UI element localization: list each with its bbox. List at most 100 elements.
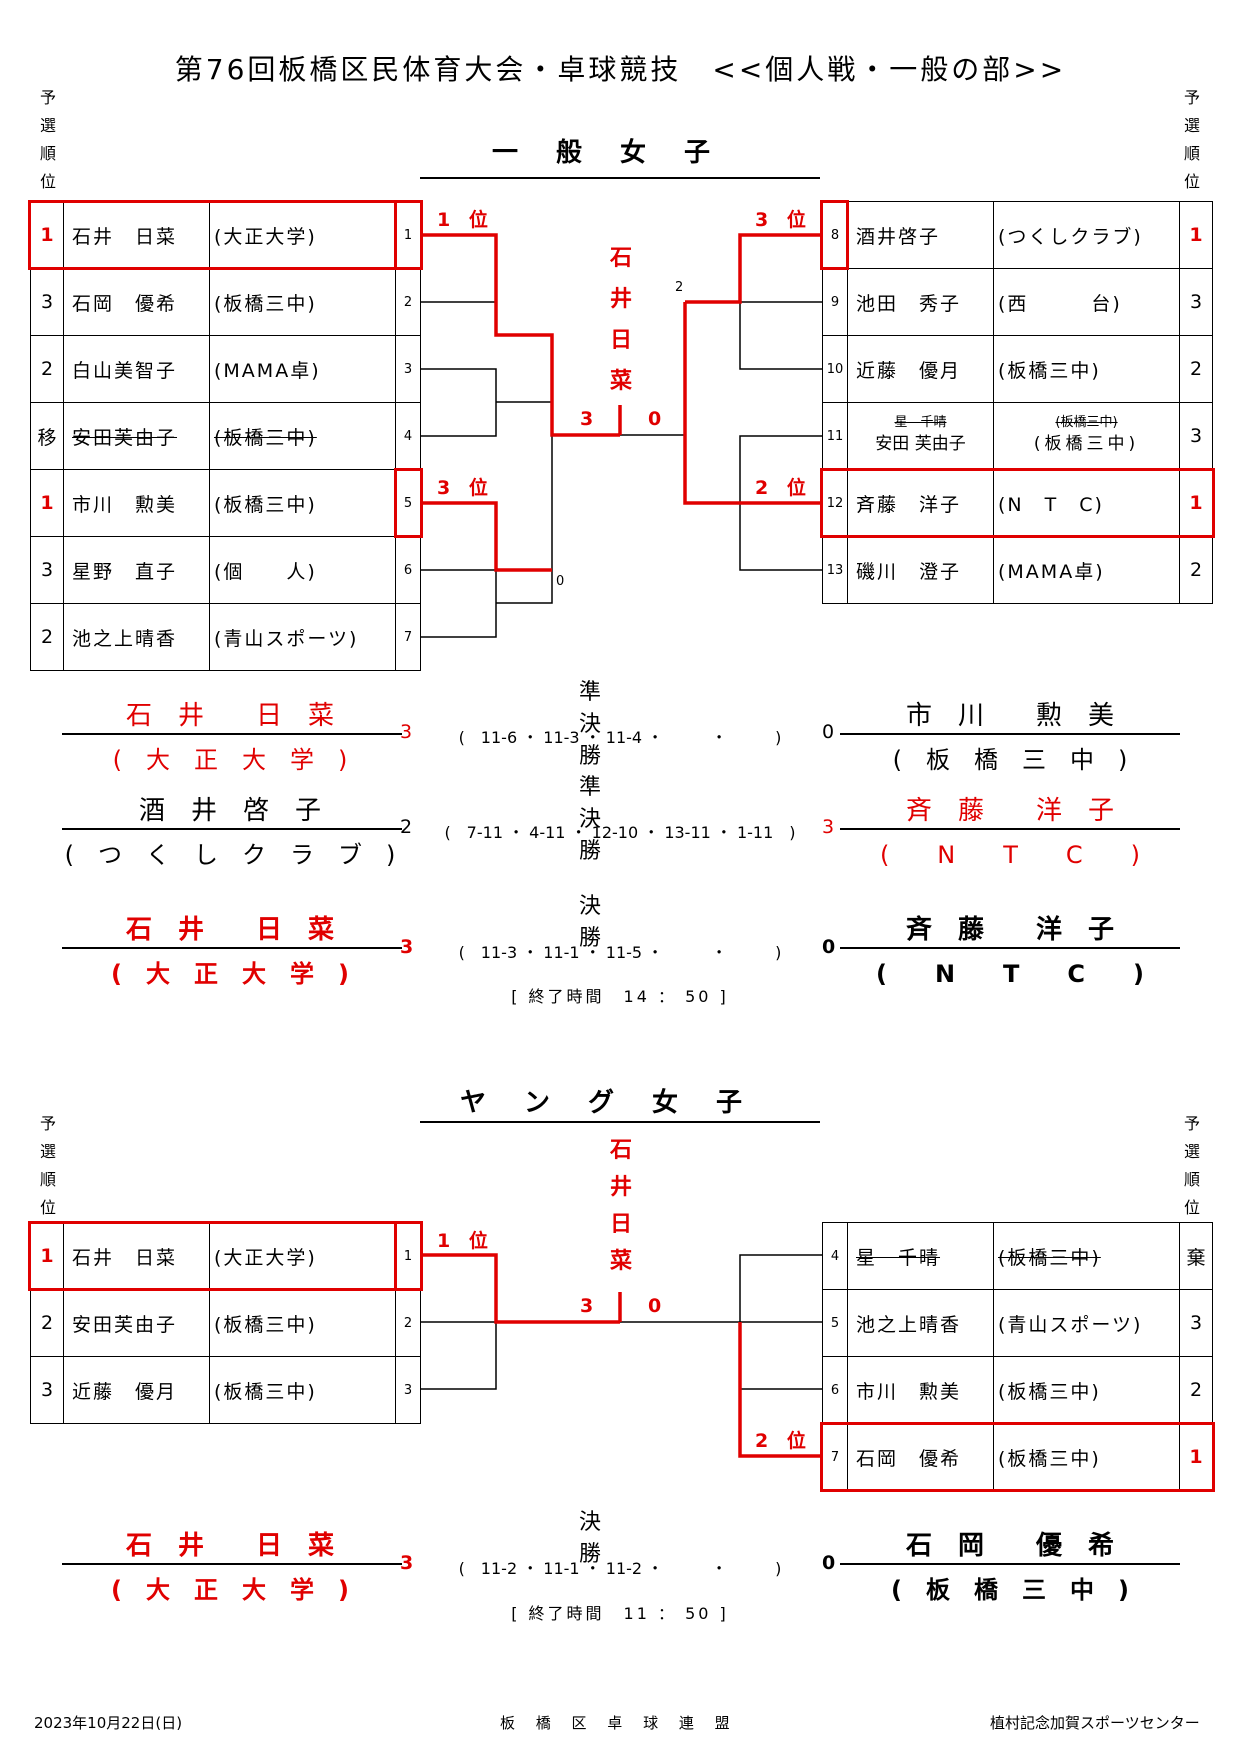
result-right-name: 市 川 勲 美 bbox=[905, 701, 1114, 731]
player-name: 池之上晴香 bbox=[847, 1289, 994, 1357]
result-right-name: 斉 藤 洋 子 bbox=[905, 796, 1114, 826]
footer-date: 2023年10月22日(日) bbox=[34, 1714, 183, 1732]
final-right-score: 0 bbox=[822, 1552, 836, 1574]
final-score-left: 3 bbox=[580, 1295, 594, 1317]
bracket-line bbox=[421, 1321, 497, 1390]
draw-number: 2 bbox=[395, 1289, 421, 1357]
result-left-name: 酒 井 啓 子 bbox=[138, 796, 321, 826]
result-left-name: 石 井 日 菜 bbox=[125, 701, 334, 731]
player-name: 市川 勲美 bbox=[847, 1356, 994, 1424]
draw-number: 3 bbox=[395, 1356, 421, 1424]
final-left-name: 石 井 日 菜 bbox=[125, 915, 334, 945]
section-heading-young: ヤング女子 bbox=[459, 1088, 780, 1118]
final-score-left: 3 bbox=[580, 408, 594, 430]
end-time: [ 終了時間 11 ： 50 ] bbox=[511, 1604, 729, 1623]
result-right-club: ( 板 橋 三 中 ) bbox=[892, 746, 1128, 774]
result-left-club: ( 大 正 大 学 ) bbox=[112, 746, 348, 774]
rank-cell: 2 bbox=[1179, 1356, 1213, 1424]
rank-cell: 3 bbox=[1179, 1289, 1213, 1357]
round-label: 決 勝 bbox=[578, 1510, 990, 1567]
place-label: 2 位 bbox=[755, 1430, 812, 1452]
winner-path bbox=[421, 233, 620, 437]
final-left-club: ( 大 正 大 学 ) bbox=[111, 960, 349, 988]
end-time: [ 終了時間 14 ： 50 ] bbox=[511, 987, 729, 1006]
player-name: 安田芙由子 bbox=[63, 1289, 210, 1357]
game-scores: ( 11-3 ・ 11-1 ・ 11-5 ・ ・ ) bbox=[458, 943, 782, 962]
winner-path bbox=[683, 302, 822, 505]
replacement-club: (板橋三中) bbox=[1033, 434, 1140, 454]
final-right-name: 石 岡 優 希 bbox=[905, 1531, 1114, 1561]
player-name-replaced: 星 千晴 安田 芙由子 bbox=[847, 402, 994, 470]
result-line bbox=[62, 1563, 402, 1565]
club-name: (板橋三中) bbox=[993, 1356, 1180, 1424]
bracket-line bbox=[739, 1254, 822, 1323]
champion-name-vertical: 石井日菜 bbox=[609, 246, 632, 394]
highlight-box bbox=[394, 1221, 423, 1291]
page-title: 第76回板橋区民体育大会・卓球競技 <<個人戦・一般の部>> bbox=[174, 53, 1067, 86]
place-label: 3 位 bbox=[437, 477, 494, 499]
rank-cell: 棄 bbox=[1179, 1222, 1213, 1290]
game-scores: ( 11-6 ・ 11-3 ・ 11-4 ・ ・ ) bbox=[458, 728, 782, 747]
club-name-replaced: (板橋三中) (板橋三中) bbox=[993, 402, 1180, 470]
draw-number: 6 bbox=[822, 1356, 848, 1424]
round-label: 準 決 勝 bbox=[578, 680, 826, 769]
struck-name: 星 千晴 bbox=[894, 415, 947, 430]
result-right-score: 3 bbox=[822, 816, 835, 838]
winner-path bbox=[738, 1322, 822, 1458]
round-label: 決 勝 bbox=[578, 894, 990, 951]
result-line bbox=[840, 947, 1180, 949]
final-score-right: 0 bbox=[648, 408, 662, 430]
game-scores: ( 11-2 ・ 11-1 ・ 11-2 ・ ・ ) bbox=[458, 1559, 782, 1578]
rank-cell: 2 bbox=[30, 1289, 64, 1357]
struck-club: (板橋三中) bbox=[1055, 415, 1118, 430]
champion-name-vertical: 石井日菜 bbox=[609, 1138, 632, 1274]
result-line bbox=[62, 947, 402, 949]
draw-number: 4 bbox=[822, 1222, 848, 1290]
section-heading-general: 一般女子 bbox=[491, 138, 748, 168]
winner-path bbox=[685, 233, 822, 304]
draw-number: 5 bbox=[822, 1289, 848, 1357]
player-name-struck: 星 千晴 bbox=[847, 1222, 994, 1290]
place-label: 3 位 bbox=[755, 209, 812, 231]
club-name: (板橋三中) bbox=[209, 1356, 396, 1424]
replacement-name: 安田 芙由子 bbox=[875, 434, 966, 454]
player-name: 近藤 優月 bbox=[63, 1356, 210, 1424]
club-name: (青山スポーツ) bbox=[993, 1289, 1180, 1357]
highlight-box bbox=[820, 1422, 1215, 1492]
rank-label-left: 予選順位 bbox=[39, 1114, 56, 1217]
rank-label-left: 予選順位 bbox=[39, 88, 56, 191]
bracket-line bbox=[496, 570, 553, 604]
result-left-score: 3 bbox=[400, 721, 413, 743]
footer-venue: 植村記念加賀スポーツセンター bbox=[990, 1714, 1200, 1732]
result-line bbox=[62, 733, 402, 735]
final-left-score: 3 bbox=[400, 1552, 414, 1574]
club-name: (板橋三中) bbox=[209, 1289, 396, 1357]
winner-path bbox=[421, 1253, 620, 1324]
bracket-line bbox=[421, 569, 497, 638]
result-line bbox=[840, 733, 1180, 735]
place-label: 1 位 bbox=[437, 209, 494, 231]
bracket-line bbox=[739, 1322, 822, 1390]
highlight-box bbox=[28, 1221, 397, 1291]
bracket-line bbox=[739, 301, 822, 370]
final-right-name: 斉 藤 洋 子 bbox=[905, 915, 1114, 945]
final-right-score: 0 bbox=[822, 936, 836, 958]
rank-cell: 3 bbox=[30, 1356, 64, 1424]
small-score: 2 bbox=[675, 280, 684, 295]
footer-org: 板 橋 区 卓 球 連 盟 bbox=[500, 1714, 738, 1732]
result-right-club: ( N T C ) bbox=[879, 841, 1141, 869]
result-right-score: 0 bbox=[822, 721, 835, 743]
rank-label-right: 予選順位 bbox=[1183, 1114, 1200, 1217]
rank-label-right: 予選順位 bbox=[1183, 88, 1200, 191]
heading-underline bbox=[420, 177, 820, 179]
result-left-club: ( つ く し ク ラ ブ ) bbox=[64, 841, 396, 869]
result-line bbox=[62, 828, 402, 830]
result-line bbox=[840, 1563, 1180, 1565]
final-right-club: ( N T C ) bbox=[875, 960, 1144, 988]
draw-number: 7 bbox=[395, 603, 421, 671]
place-label: 2 位 bbox=[755, 477, 812, 499]
final-left-score: 3 bbox=[400, 936, 414, 958]
final-left-name: 石 井 日 菜 bbox=[125, 1531, 334, 1561]
bracket-line bbox=[421, 368, 497, 437]
